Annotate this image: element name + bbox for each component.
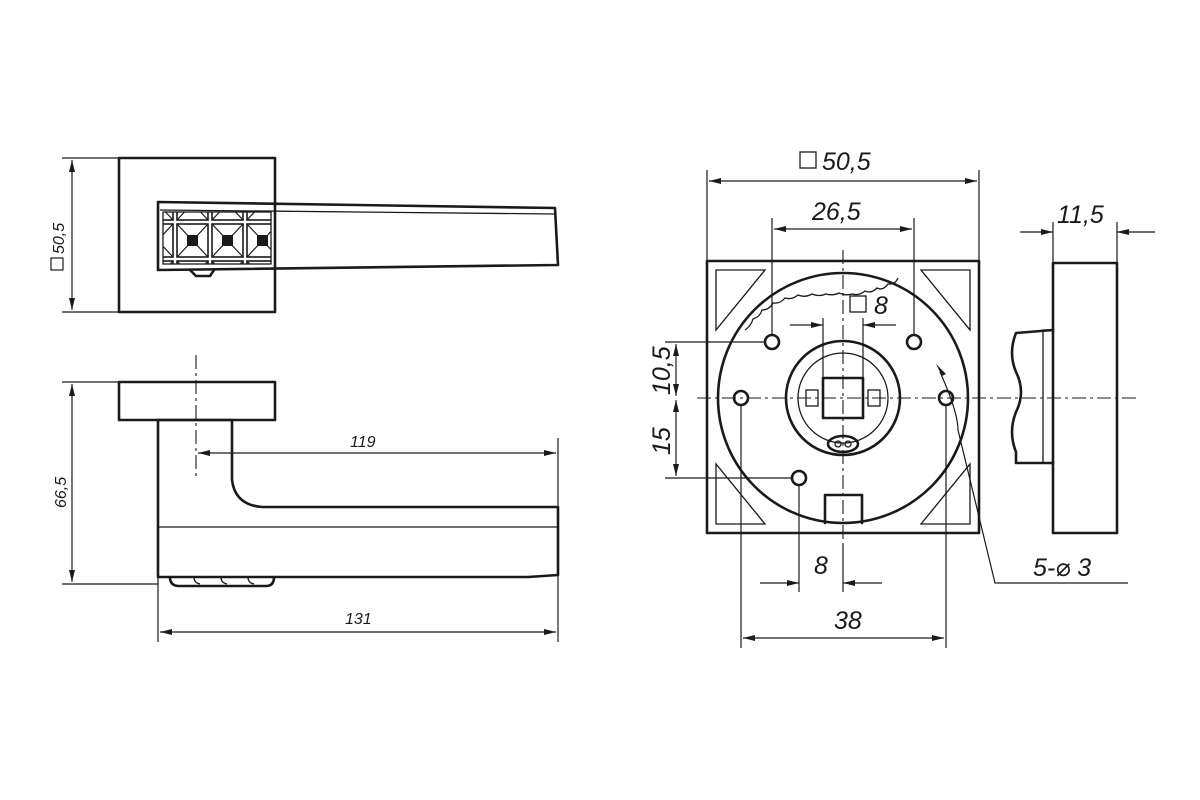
front-spindle-dim: 8: [874, 292, 888, 320]
front-holespan-bottom-dim: 38: [834, 607, 862, 635]
profile-thickness-dim: 11,5: [1057, 201, 1104, 229]
front-offset-dim: 10,5: [648, 346, 676, 395]
hole-top-right: [905, 333, 923, 351]
side-height-dim: 66,5: [53, 477, 70, 508]
side-view-bottom: 66,5 119 131: [53, 355, 560, 642]
hole-top-left: [763, 333, 781, 351]
side-reach-dim: 119: [350, 434, 376, 451]
side-view-top: 50,5: [50, 156, 560, 314]
spindle-profile: [1010, 328, 1055, 465]
hole-bottom: [790, 469, 808, 487]
lever-top: [156, 200, 560, 272]
rosette-top: [117, 156, 277, 314]
profile-view: 11,5: [1010, 201, 1155, 535]
front-lower-offset-dim: 15: [648, 427, 676, 455]
lever-side: [156, 418, 560, 579]
front-rosette-dim: 50,5: [822, 148, 871, 176]
front-view: 50,5 26,5 8 10,5 15 8 38: [648, 148, 1140, 648]
front-holes-dim: 5-⌀ 3: [1033, 554, 1091, 582]
side-rosette-dim: 50,5: [51, 223, 68, 254]
crystal-inlay: [163, 212, 271, 264]
front-holespan-top-dim: 26,5: [811, 198, 861, 226]
side-length-dim: 131: [345, 611, 372, 628]
rosette-side: [117, 380, 277, 422]
front-slot-dim: 8: [814, 552, 828, 580]
